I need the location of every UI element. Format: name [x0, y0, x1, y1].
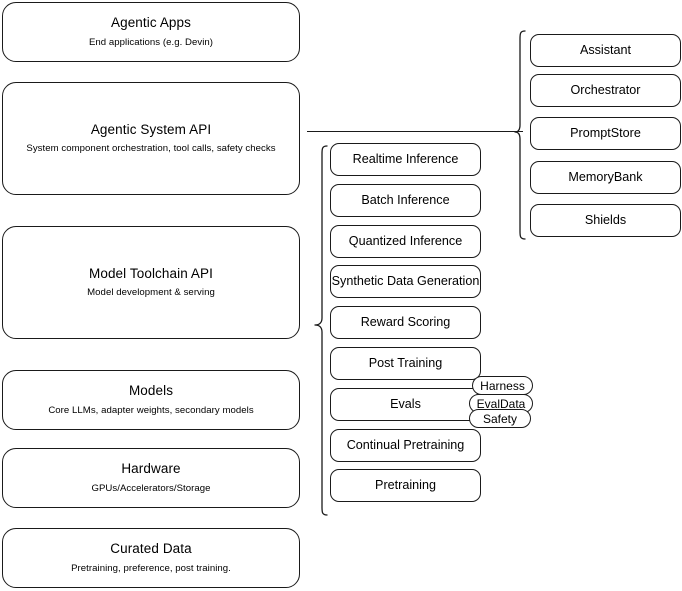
component-box-synthetic-data-generation[interactable]: Synthetic Data Generation	[330, 265, 481, 298]
component-box-shields[interactable]: Shields	[530, 204, 681, 237]
component-box-continual-pretraining[interactable]: Continual Pretraining	[330, 429, 481, 462]
component-label: Realtime Inference	[352, 151, 459, 166]
layer-title: Agentic Apps	[110, 15, 191, 31]
layer-box-curated-data[interactable]: Curated Data Pretraining, preference, po…	[2, 528, 300, 588]
layer-box-models[interactable]: Models Core LLMs, adapter weights, secon…	[2, 370, 300, 430]
component-box-post-training[interactable]: Post Training	[330, 347, 481, 380]
component-box-promptstore[interactable]: PromptStore	[530, 117, 681, 150]
component-label: Assistant	[579, 42, 632, 57]
layer-box-model-toolchain-api[interactable]: Model Toolchain API Model development & …	[2, 226, 300, 339]
component-box-quantized-inference[interactable]: Quantized Inference	[330, 225, 481, 258]
component-label: Reward Scoring	[360, 314, 451, 329]
tag-label: Harness	[480, 378, 525, 393]
tag-pill-safety[interactable]: Safety	[469, 409, 531, 428]
layer-box-agentic-system-api[interactable]: Agentic System API System component orch…	[2, 82, 300, 195]
layer-subtitle: Pretraining, preference, post training.	[71, 562, 231, 574]
component-box-assistant[interactable]: Assistant	[530, 34, 681, 67]
component-label: Continual Pretraining	[346, 437, 465, 452]
component-box-pretraining[interactable]: Pretraining	[330, 469, 481, 502]
component-label: Orchestrator	[570, 82, 641, 97]
component-label: Post Training	[368, 355, 443, 370]
layer-title: Agentic System API	[90, 121, 212, 137]
layer-subtitle: GPUs/Accelerators/Storage	[91, 482, 211, 494]
component-label: Evals	[390, 396, 421, 411]
layer-subtitle: Model development & serving	[87, 287, 215, 299]
component-label: PromptStore	[570, 125, 641, 140]
component-box-batch-inference[interactable]: Batch Inference	[330, 184, 481, 217]
component-box-orchestrator[interactable]: Orchestrator	[530, 74, 681, 107]
layer-box-hardware[interactable]: Hardware GPUs/Accelerators/Storage	[2, 448, 300, 508]
layer-title: Models	[128, 383, 174, 399]
component-box-memorybank[interactable]: MemoryBank	[530, 161, 681, 194]
brace-agentic-system-components	[514, 30, 526, 240]
tag-label: EvalData	[476, 396, 526, 411]
connector-line-agentic-system-api	[307, 131, 523, 133]
component-box-evals[interactable]: Evals	[330, 388, 481, 421]
component-label: Quantized Inference	[348, 233, 463, 248]
component-box-reward-scoring[interactable]: Reward Scoring	[330, 306, 481, 339]
layer-title: Model Toolchain API	[89, 265, 213, 281]
tag-pill-harness[interactable]: Harness	[472, 376, 533, 395]
component-label: Shields	[584, 212, 627, 227]
layer-subtitle: System component orchestration, tool cal…	[26, 143, 276, 155]
component-label: Pretraining	[375, 477, 436, 492]
layer-subtitle: Core LLMs, adapter weights, secondary mo…	[48, 404, 254, 416]
component-label: Batch Inference	[361, 192, 450, 207]
layer-title: Curated Data	[110, 541, 192, 557]
layer-box-agentic-apps[interactable]: Agentic Apps End applications (e.g. Devi…	[2, 2, 300, 62]
component-label: MemoryBank	[568, 169, 643, 184]
component-box-realtime-inference[interactable]: Realtime Inference	[330, 143, 481, 176]
layer-subtitle: End applications (e.g. Devin)	[88, 36, 214, 48]
brace-model-toolchain-components	[314, 145, 328, 516]
tag-label: Safety	[482, 411, 518, 426]
component-label: Synthetic Data Generation	[331, 273, 480, 288]
layer-title: Hardware	[121, 461, 181, 477]
